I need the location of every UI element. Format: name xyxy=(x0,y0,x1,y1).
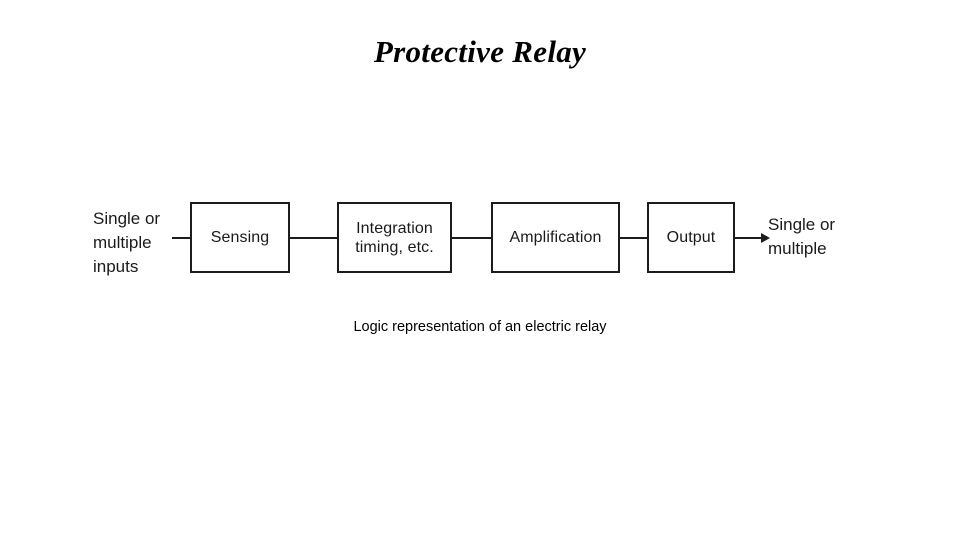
diagram-caption: Logic representation of an electric rela… xyxy=(353,319,607,335)
block-amplification[interactable]: Amplification xyxy=(491,202,620,273)
diagram-input-label: Single or multiple inputs xyxy=(93,209,161,276)
connector-amplification-to-output xyxy=(620,237,647,239)
arrow-right-icon xyxy=(761,233,770,243)
block-integration[interactable]: Integration timing, etc. xyxy=(337,202,452,273)
arrow-output-line xyxy=(735,237,761,239)
block-integration-label: Integration timing, etc. xyxy=(355,219,434,256)
block-sensing-label: Sensing xyxy=(210,229,270,246)
connector-input-to-sensing xyxy=(172,237,191,239)
page-title: Protective Relay xyxy=(373,34,587,69)
block-output[interactable]: Output xyxy=(647,202,735,273)
connector-sensing-to-integration xyxy=(290,237,337,239)
block-output-label: Output xyxy=(666,229,716,246)
block-amplification-label: Amplification xyxy=(509,229,602,246)
block-sensing[interactable]: Sensing xyxy=(190,202,290,273)
diagram-output-label: Single or multiple xyxy=(768,215,836,258)
connector-integration-to-amplification xyxy=(452,237,491,239)
